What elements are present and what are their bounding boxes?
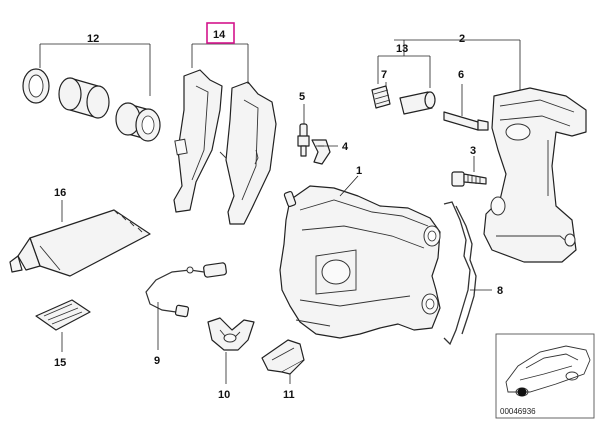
callout-15[interactable]: 15 xyxy=(54,357,66,369)
part-15-grease-sachet[interactable] xyxy=(35,299,91,331)
part-1-caliper-housing[interactable] xyxy=(279,185,441,339)
part-13-guide-sleeve[interactable] xyxy=(399,91,436,115)
callout-11[interactable]: 11 xyxy=(283,389,295,401)
part-8-anti-rattle-spring[interactable] xyxy=(443,201,477,346)
reference-code: 00046936 xyxy=(500,407,536,416)
part-4-clip[interactable] xyxy=(311,139,331,165)
callout-14[interactable]: 14 xyxy=(213,29,226,41)
part-5-bleed-valve[interactable] xyxy=(297,123,310,157)
callout-7[interactable]: 7 xyxy=(381,69,387,81)
callout-5[interactable]: 5 xyxy=(299,91,305,103)
callout-labels: 12 14 13 2 7 6 5 4 3 1 16 8 9 15 10 11 xyxy=(54,22,503,401)
callout-8[interactable]: 8 xyxy=(497,285,503,297)
callout-2[interactable]: 2 xyxy=(459,33,465,45)
callout-3[interactable]: 3 xyxy=(470,145,476,157)
part-2-caliper-carrier[interactable] xyxy=(483,87,587,263)
callout-12[interactable]: 12 xyxy=(87,33,99,45)
callout-4[interactable]: 4 xyxy=(342,141,349,153)
part-6-guide-pin[interactable] xyxy=(443,111,489,131)
part-10-cable-holder[interactable] xyxy=(207,317,255,351)
vehicle-locator-inset: 00046936 xyxy=(495,333,595,419)
part-11-cable-clip[interactable] xyxy=(261,339,305,375)
callout-9[interactable]: 9 xyxy=(154,355,160,367)
part-12-piston-kit[interactable] xyxy=(22,68,161,142)
callout-1[interactable]: 1 xyxy=(356,165,362,177)
part-3-carrier-bolt[interactable] xyxy=(451,171,487,187)
callout-16[interactable]: 16 xyxy=(54,187,66,199)
leader-lines xyxy=(39,39,521,384)
callout-6[interactable]: 6 xyxy=(458,69,464,81)
part-14-brake-pad-set[interactable] xyxy=(173,69,277,225)
part-9-brake-wear-sensor[interactable] xyxy=(145,262,227,318)
wheel-location-marker xyxy=(517,387,527,397)
part-16-grease-tube[interactable] xyxy=(9,209,151,277)
callout-10[interactable]: 10 xyxy=(218,389,230,401)
callout-13[interactable]: 13 xyxy=(396,43,408,55)
part-7-guide-bolt-boot[interactable] xyxy=(371,85,391,109)
callout-14-highlight-box xyxy=(206,22,235,44)
